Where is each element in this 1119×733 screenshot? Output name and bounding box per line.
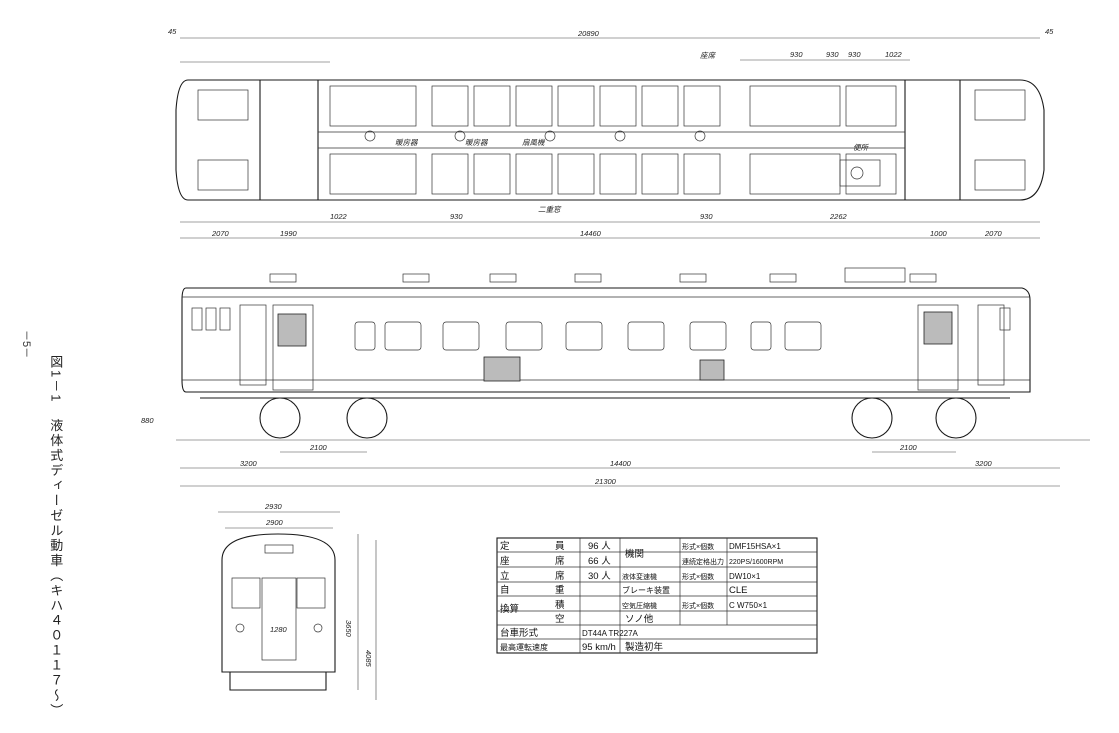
plan-label-fan: 扇風機 xyxy=(522,138,546,147)
plan-seats-lower xyxy=(329,153,897,195)
spec-table: 定 員 96 人 機関 形式×個数 DMF15HSA×1 座 席 66 人 連続… xyxy=(496,537,818,654)
spec-r0-k4: 形式×個数 xyxy=(682,542,714,551)
side-length-center: 14400 xyxy=(610,459,632,468)
spec-r0-v: 96 人 xyxy=(588,541,611,552)
side-length-total: 21300 xyxy=(594,477,617,486)
plan-seats-upper xyxy=(329,85,897,127)
side-overhang-right: 3200 xyxy=(975,459,993,468)
plan-label-seat-note: 座席 xyxy=(700,51,716,60)
plan-top-dim-1: 930 xyxy=(790,50,803,59)
spec-r5-k3: ソノ他 xyxy=(625,613,654,625)
spec-r1-k1: 座 xyxy=(500,555,510,567)
spec-r2-k4: 形式×個数 xyxy=(682,572,714,581)
spec-r0-k2: 員 xyxy=(555,541,565,552)
plan-overall-length: 20890 xyxy=(577,29,600,38)
page-number: －5－ xyxy=(20,330,32,359)
side-height-floor: 880 xyxy=(141,416,154,425)
spec-r2-v: 30 人 xyxy=(588,571,611,582)
plan-bottom-dim-2: 930 xyxy=(450,212,463,221)
spec-r1-v2: 220PS/1600RPM xyxy=(729,559,783,566)
side-overhang-left: 3200 xyxy=(240,459,258,468)
plan-label-heater-mid: 暖房器 xyxy=(465,138,489,147)
spec-r0-v2: DMF15HSA×1 xyxy=(729,542,781,551)
spec-r3-v2: CLE xyxy=(729,585,747,596)
figure-caption: 図1－1 液体式ディーゼル動車（キハ４０１１７～） xyxy=(48,355,64,719)
spec-r4-v2: C W750×1 xyxy=(729,601,768,610)
spec-r4-k2: 積 xyxy=(555,599,565,611)
plan-top-dim-3: 930 xyxy=(848,50,861,59)
spec-r2-k2: 席 xyxy=(555,570,565,582)
spec-r3-k3: ブレーキ装置 xyxy=(622,585,670,595)
side-bogie-left: 2100 xyxy=(309,443,328,452)
plan-right-dim-2: 2070 xyxy=(984,229,1003,238)
front-width-body: 2900 xyxy=(265,518,284,527)
plan-center-length: 14460 xyxy=(580,229,602,238)
spec-r1-k4: 連続定格出力 xyxy=(682,557,724,566)
plan-top-dim-2: 930 xyxy=(826,50,839,59)
plan-left-dim-1: 2070 xyxy=(211,229,230,238)
spec-year-label: 製造初年 xyxy=(625,641,664,653)
plan-right-dim-1: 1000 xyxy=(930,229,948,238)
spec-r2-k1: 立 xyxy=(500,570,510,582)
spec-bogie-label: 台車形式 xyxy=(500,627,539,639)
spec-r4-k1: 換算 xyxy=(500,603,519,615)
plan-view: 20890 45 45 930 930 930 1022 xyxy=(168,27,1054,239)
front-view: 2930 2900 1280 3650 4085 xyxy=(218,502,377,700)
plan-label-floor-note: 二重窓 xyxy=(538,205,562,214)
front-gauge: 1280 xyxy=(270,625,288,634)
spec-speed-label: 最高運転速度 xyxy=(500,642,548,652)
plan-bottom-dim-3: 930 xyxy=(700,212,713,221)
spec-r0-k3: 機関 xyxy=(625,548,644,560)
plan-bottom-dim-1: 1022 xyxy=(330,212,348,221)
spec-r4-k4: 形式×個数 xyxy=(682,601,714,610)
plan-end-offset-left: 45 xyxy=(168,27,177,36)
spec-r2-k3: 液体変速機 xyxy=(622,572,657,581)
front-width-outer: 2930 xyxy=(264,502,283,511)
front-height-roof: 3650 xyxy=(344,620,353,638)
spec-r1-v: 66 人 xyxy=(588,556,611,567)
plan-top-dim-4: 1022 xyxy=(885,50,903,59)
side-view: 880 2100 2100 3200 14400 3200 21300 xyxy=(141,267,1090,487)
plan-end-offset-right: 45 xyxy=(1045,27,1054,36)
side-bogie-right: 2100 xyxy=(899,443,918,452)
spec-r3-k2: 重 xyxy=(555,584,565,596)
plan-label-heater-left: 暖房器 xyxy=(395,138,419,147)
spec-speed-value: 95 km/h xyxy=(582,642,616,653)
spec-r0-k1: 定 xyxy=(500,540,510,552)
spec-r2-v2: DW10×1 xyxy=(729,572,761,581)
plan-bottom-dim-4: 2262 xyxy=(829,212,848,221)
plan-left-dim-2: 1990 xyxy=(280,229,298,238)
plan-label-toilet: 便所 xyxy=(853,143,869,152)
spec-r1-k2: 席 xyxy=(555,555,565,567)
spec-r3-k1: 自 xyxy=(500,584,510,596)
spec-r5-k2: 空 xyxy=(555,613,565,625)
caption-block: －5－ 図1－1 液体式ディーゼル動車（キハ４０１１７～） xyxy=(18,330,78,720)
front-height-total: 4085 xyxy=(364,650,373,668)
spec-bogie-value: DT44A TR227A xyxy=(582,629,639,638)
spec-r4-k3: 空気圧縮機 xyxy=(622,601,657,610)
